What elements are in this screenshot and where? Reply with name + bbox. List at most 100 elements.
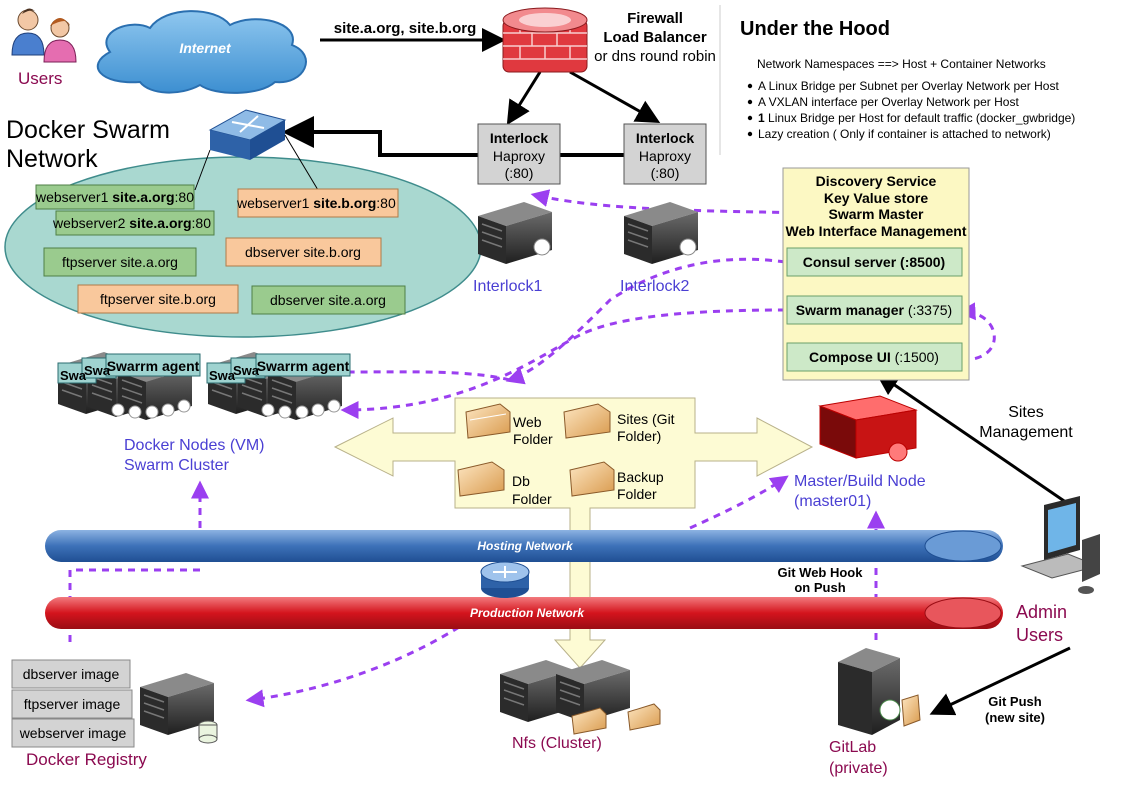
docker-nodes-line1: Docker Nodes (VM) — [124, 437, 264, 454]
container-ftpserver-a: ftpserver site.a.org — [62, 254, 178, 270]
admin-users-line1: Admin — [1016, 602, 1067, 622]
docker-registry-label: Docker Registry — [26, 750, 147, 769]
master-node-server-icon — [818, 395, 918, 462]
users-label: Users — [18, 69, 62, 88]
container-dbserver-a-box — [251, 285, 406, 315]
firewall-icon — [502, 7, 588, 73]
container-webserver1-b-box — [237, 188, 399, 218]
under-hood-bullet-2: A VXLAN interface per Overlay Network pe… — [758, 95, 1019, 109]
agent-short-label-3: Swa — [209, 368, 236, 383]
switch-link-2 — [284, 134, 319, 191]
hosting-network — [45, 530, 1003, 562]
registry-image-box-1 — [11, 659, 131, 689]
interlock2-box — [623, 123, 707, 185]
firewall-line1: Firewall — [627, 10, 683, 27]
gitlab-line2: (private) — [829, 760, 888, 777]
container-webserver1-a: webserver1 site.a.org:80 — [35, 189, 194, 205]
sites-folder-label-2: Folder) — [617, 428, 661, 444]
container-webserver2-a: webserver2 site.a.org:80 — [52, 215, 211, 231]
under-hood-subtitle: Network Namespaces ==> Host + Container … — [757, 57, 1046, 71]
sites-management-line1: Sites — [1008, 404, 1044, 421]
gitlab-line1: GitLab — [829, 739, 876, 756]
agent-label-1: Swarrm agent — [107, 358, 200, 374]
backup-folder-label-1: Backup — [617, 469, 664, 485]
hosting-network-label: Hosting Network — [477, 539, 574, 553]
swarm-manager-label: Swarm manager (:3375) — [796, 302, 952, 318]
agent-label-boxes — [57, 353, 351, 384]
consul-label: Consul server (:8500) — [803, 254, 945, 270]
agent-label-2: Swarrm agent — [257, 358, 350, 374]
registry-image-2: ftpserver image — [24, 696, 121, 712]
under-hood-bullet-4: Lazy creation ( Only if container is att… — [758, 127, 1051, 141]
container-webserver1-a-box — [35, 184, 195, 210]
interlock2-port: (:80) — [651, 165, 680, 181]
sites-folder-label-1: Sites (Git — [617, 411, 675, 427]
gitlab-server-icon — [838, 648, 921, 735]
container-webserver1-b: webserver1 site.b.org:80 — [236, 195, 396, 211]
backup-folder-label-2: Folder — [617, 486, 657, 502]
master-node-line1: Master/Build Node — [794, 473, 926, 490]
discovery-line1: Discovery Service — [816, 173, 937, 189]
under-hood-list: A Linux Bridge per Subnet per Overlay Ne… — [747, 79, 1075, 141]
interlock2-haproxy: Haproxy — [639, 148, 691, 164]
agent-short-label-1: Swa — [60, 368, 87, 383]
firewall-line2: Load Balancer — [603, 29, 707, 46]
container-dbserver-a: dbserver site.a.org — [270, 292, 386, 308]
web-folder-label-1: Web — [513, 414, 542, 430]
interlock1-label: Interlock1 — [473, 278, 542, 295]
swarm-node-stack-2 — [207, 351, 343, 421]
swarm-title-line1: Docker Swarm — [6, 116, 170, 144]
container-ftpserver-b: ftpserver site.b.org — [100, 291, 216, 307]
registry-image-3: webserver image — [19, 725, 127, 741]
interlock1-port: (:80) — [505, 165, 534, 181]
git-hook-line1: Git Web Hook — [778, 565, 864, 580]
folder-icon-backup — [569, 461, 615, 497]
sites-label: site.a.org, site.b.org — [334, 20, 477, 37]
admin-users-line2: Users — [1016, 625, 1063, 645]
git-hook-line2: on Push — [794, 580, 845, 595]
under-hood-title: Under the Hood — [740, 18, 890, 40]
under-hood-bullet-1: A Linux Bridge per Subnet per Overlay Ne… — [758, 79, 1059, 93]
under-hood-bullet-3: 1 Linux Bridge per Host for default traf… — [758, 111, 1075, 125]
registry-server-icon — [139, 672, 218, 744]
interlock2-title: Interlock — [636, 130, 695, 146]
container-ftpserver-a-box — [43, 247, 197, 277]
discovery-line2: Key Value store — [824, 190, 928, 206]
docker-nodes-line2: Swarm Cluster — [124, 457, 230, 474]
registry-image-box-3 — [11, 718, 135, 748]
firewall-to-interlock2-arrow — [569, 70, 661, 123]
agent-short-label-2: Swa — [84, 363, 111, 378]
container-webserver2-a-box — [55, 210, 215, 236]
interlock1-server-icon — [477, 201, 553, 265]
discovery-line3: Swarm Master — [829, 206, 924, 222]
production-network-label: Production Network — [470, 606, 585, 620]
users-icon — [11, 8, 77, 63]
git-push-line1: Git Push — [988, 694, 1042, 709]
interlock2-server-icon — [623, 201, 699, 265]
agent-short-label-4: Swa — [233, 363, 260, 378]
folder-icon-web — [465, 403, 511, 439]
master-node-line2: (master01) — [794, 493, 871, 510]
firewall-to-interlock1-arrow — [506, 71, 542, 126]
interlock2-label: Interlock2 — [620, 278, 689, 295]
interlock1-title: Interlock — [490, 130, 549, 146]
compose-ui-box — [786, 342, 963, 372]
registry-image-box-2 — [11, 689, 133, 719]
internet-label: Internet — [179, 40, 232, 56]
db-folder-label-2: Folder — [512, 491, 552, 507]
switch-icon — [208, 109, 287, 160]
firewall-line3: or dns round robin — [594, 48, 716, 65]
container-ftpserver-b-box — [77, 284, 239, 314]
container-dbserver-b: dbserver site.b.org — [245, 244, 361, 260]
production-network — [45, 597, 1003, 629]
cloud-icon — [96, 10, 307, 94]
swarm-node-stack-1 — [57, 351, 193, 421]
git-push-line2: (new site) — [985, 710, 1045, 725]
router-icon — [480, 561, 530, 598]
nfs-server-icon — [499, 659, 661, 735]
folder-icon-db — [457, 461, 505, 497]
db-folder-label-1: Db — [512, 473, 530, 489]
web-folder-label-2: Folder — [513, 431, 553, 447]
swarm-title-line2: Network — [6, 145, 98, 173]
